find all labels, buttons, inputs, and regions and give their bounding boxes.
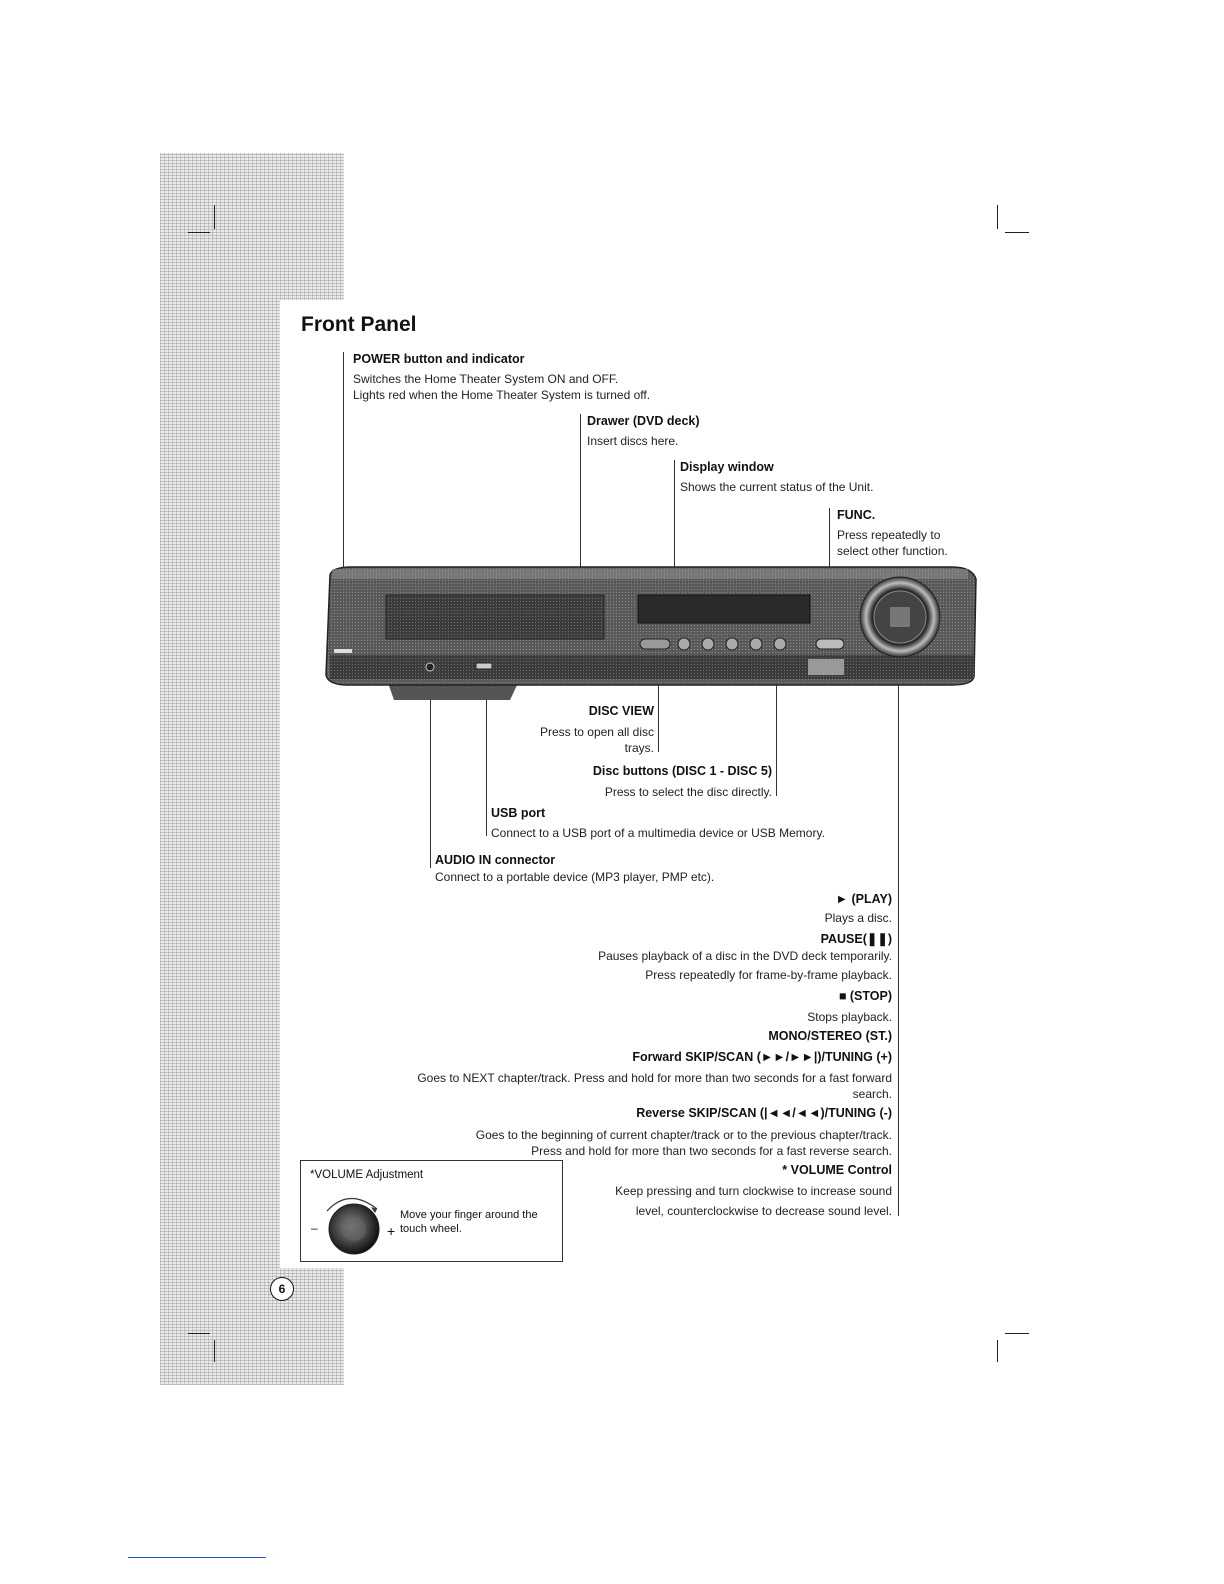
usb-port-label: USB port [491, 806, 546, 820]
volume-box-title: *VOLUME Adjustment [310, 1169, 424, 1181]
func-label: FUNC. [837, 508, 876, 522]
power-label: POWER button and indicator [353, 352, 525, 366]
pause-label: PAUSE(❚❚) [820, 932, 892, 946]
pause-desc: Press repeatedly for frame-by-frame play… [645, 968, 892, 982]
forward-skip-desc: search. [852, 1087, 892, 1101]
crop-mark [1005, 1333, 1029, 1334]
crop-mark [997, 205, 998, 229]
disc-buttons-leader-line [776, 660, 777, 796]
forward-skip-label: Forward SKIP/SCAN (►►/►►|)/TUNING (+) [632, 1050, 892, 1064]
reverse-skip-label: Reverse SKIP/SCAN (|◄◄/◄◄)/TUNING (-) [636, 1106, 892, 1120]
disc-buttons-desc: Press to select the disc directly. [604, 785, 772, 799]
audio-in-leader-line [430, 670, 431, 868]
disc-buttons-label: Disc buttons (DISC 1 - DISC 5) [592, 764, 772, 778]
crop-mark [1005, 232, 1029, 233]
crop-mark [214, 1340, 215, 1362]
power-desc: Switches the Home Theater System ON and … [353, 372, 619, 386]
front-panel-illustration [325, 566, 977, 700]
page-title: Front Panel [301, 313, 417, 336]
reverse-skip-desc: Goes to the beginning of current chapter… [475, 1128, 892, 1142]
disc-view-label: DISC VIEW [588, 704, 654, 718]
reverse-skip-desc: Press and hold for more than two seconds… [531, 1144, 892, 1158]
volume-control-desc: level, counterclockwise to decrease soun… [635, 1204, 892, 1218]
disc-view-leader-line [658, 680, 659, 752]
usb-leader-line [486, 688, 487, 836]
pause-desc: Pauses playback of a disc in the DVD dec… [598, 949, 892, 963]
volume-minus-sign: – [311, 1221, 318, 1235]
drawer-leader-line [580, 414, 581, 600]
usb-port-desc: Connect to a USB port of a multimedia de… [491, 826, 825, 840]
power-desc: Lights red when the Home Theater System … [353, 388, 651, 402]
mono-stereo-label: MONO/STEREO (ST.) [768, 1029, 892, 1043]
display-window-label: Display window [680, 460, 774, 474]
stop-desc: Stops playback. [807, 1010, 892, 1024]
play-label: ► (PLAY) [835, 892, 892, 906]
power-leader-line [343, 352, 344, 649]
bottom-rule [128, 1557, 266, 1558]
right-controls-leader-line [898, 640, 899, 1216]
volume-box-text: Move your finger around the touch wheel. [400, 1209, 538, 1235]
func-desc: Press repeatedly to [837, 528, 941, 542]
volume-plus-sign: + [387, 1223, 396, 1239]
volume-control-desc: Keep pressing and turn clockwise to incr… [615, 1184, 892, 1198]
display-window-desc: Shows the current status of the Unit. [680, 480, 874, 494]
drawer-desc: Insert discs here. [587, 434, 679, 448]
play-desc: Plays a disc. [824, 911, 892, 925]
touch-wheel-icon [326, 1197, 380, 1255]
forward-skip-desc: Goes to NEXT chapter/track. Press and ho… [417, 1071, 892, 1085]
drawer-label: Drawer (DVD deck) [587, 414, 700, 428]
volume-adjustment-box: *VOLUME Adjustment – + Move your finger … [300, 1160, 563, 1262]
stop-label: ■ (STOP) [838, 989, 892, 1003]
volume-control-label: * VOLUME Control [782, 1163, 892, 1177]
func-desc: select other function. [837, 544, 948, 558]
crop-mark [188, 1333, 210, 1334]
content-area-background [280, 300, 344, 1268]
audio-in-desc: Connect to a portable device (MP3 player… [435, 870, 715, 884]
disc-view-desc: Press to open all disc [539, 725, 654, 739]
page-number: 6 [270, 1277, 294, 1301]
crop-mark [997, 1340, 998, 1362]
display-leader-line [674, 460, 675, 603]
audio-in-label: AUDIO IN connector [435, 853, 556, 867]
crop-mark [188, 232, 210, 233]
crop-mark [214, 205, 215, 229]
disc-view-desc: trays. [624, 741, 654, 755]
